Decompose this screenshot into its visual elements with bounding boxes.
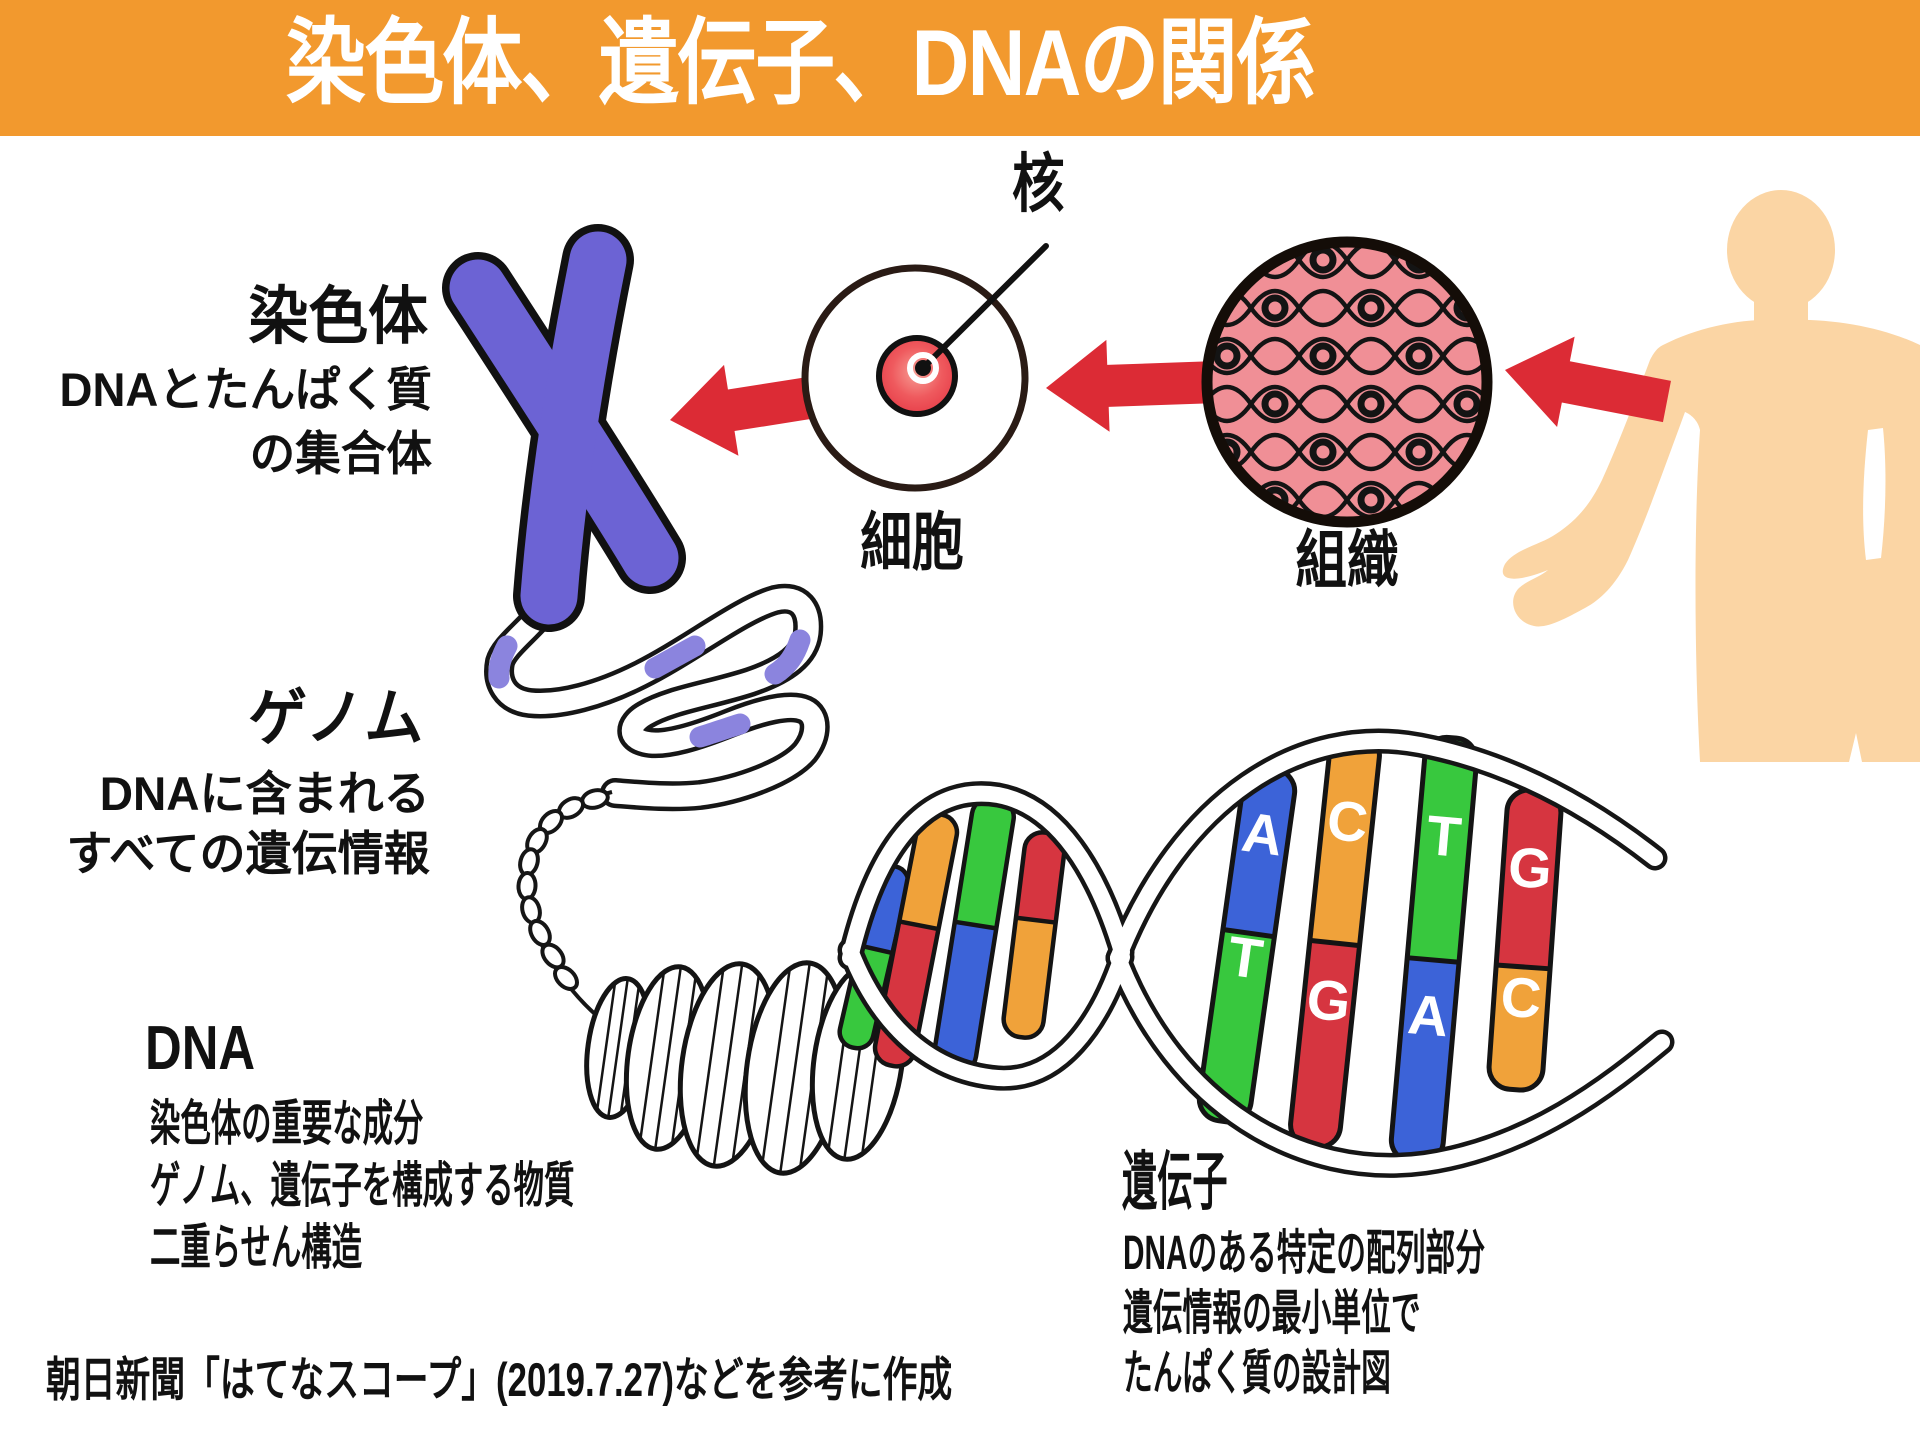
base-letter: G — [1304, 967, 1354, 1034]
chromosome-desc-line1: DNAとたんぱく質 — [59, 363, 432, 416]
base-pairs-small — [836, 795, 1067, 1075]
dna-desc-line2: ゲノム、遺伝子を構成する物質 — [150, 1159, 575, 1213]
dna-coil — [584, 960, 907, 1176]
base-pair: A T — [1196, 765, 1298, 1125]
genome-label: ゲノム — [248, 684, 423, 753]
base-pair — [1001, 830, 1067, 1040]
chromosome-label: 染色体 — [248, 282, 428, 352]
gene-label: 遺伝子 — [1122, 1146, 1228, 1218]
base-letter: T — [1424, 803, 1464, 869]
nucleus-label: 核 — [1012, 148, 1065, 220]
source-credit: 朝日新聞「はてなスコープ」(2019.7.27)などを参考に作成 — [46, 1353, 953, 1406]
base-letter: C — [1324, 788, 1371, 855]
title-banner: 染色体、遺伝子、DNAの関係 — [0, 0, 1920, 136]
base-letter: A — [1405, 982, 1451, 1048]
base-letter: G — [1506, 835, 1554, 901]
chromosome-desc-line2: の集合体 — [249, 427, 432, 480]
chromatin-ribbon — [484, 583, 830, 812]
page-title: 染色体、遺伝子、DNAの関係 — [286, 10, 1316, 115]
base-letter: A — [1238, 800, 1287, 868]
base-pair: T A — [1388, 734, 1480, 1166]
gene-desc-line2: 遺伝情報の最小単位で — [1123, 1287, 1421, 1340]
dna-helix-strands — [837, 728, 1675, 1178]
nucleus-pointer-line — [920, 243, 1049, 371]
arrow-tissue-to-cell — [1044, 336, 1213, 434]
cell-label: 細胞 — [860, 508, 964, 578]
chromosome-x — [442, 224, 686, 632]
base-pair: G C — [1486, 787, 1564, 1093]
genome-desc-line1: DNAに含まれる — [99, 767, 430, 820]
base-letter: C — [1499, 965, 1544, 1031]
gene-desc-line1: DNAのある特定の配列部分 — [1123, 1227, 1486, 1280]
base-pair — [931, 795, 1017, 1075]
human-body-silhouette — [1502, 190, 1920, 762]
tissue-circle — [1201, 236, 1493, 528]
gene-desc-line3: たんぱく質の設計図 — [1123, 1347, 1391, 1400]
cell-circle — [801, 243, 1049, 492]
base-pair: C G — [1288, 730, 1382, 1150]
nucleosome-beads — [516, 788, 613, 1022]
ribbon-gene-segments — [488, 629, 811, 748]
dna-desc-line1: 染色体の重要な成分 — [150, 1097, 424, 1151]
genome-desc-line2: すべての遺伝情報 — [66, 827, 430, 880]
tissue-label: 組織 — [1295, 526, 1399, 596]
dna-label: DNA — [145, 1014, 256, 1083]
base-pairs-labeled: A T C G T A — [1196, 730, 1564, 1166]
dna-desc-line3: 二重らせん構造 — [150, 1221, 363, 1275]
